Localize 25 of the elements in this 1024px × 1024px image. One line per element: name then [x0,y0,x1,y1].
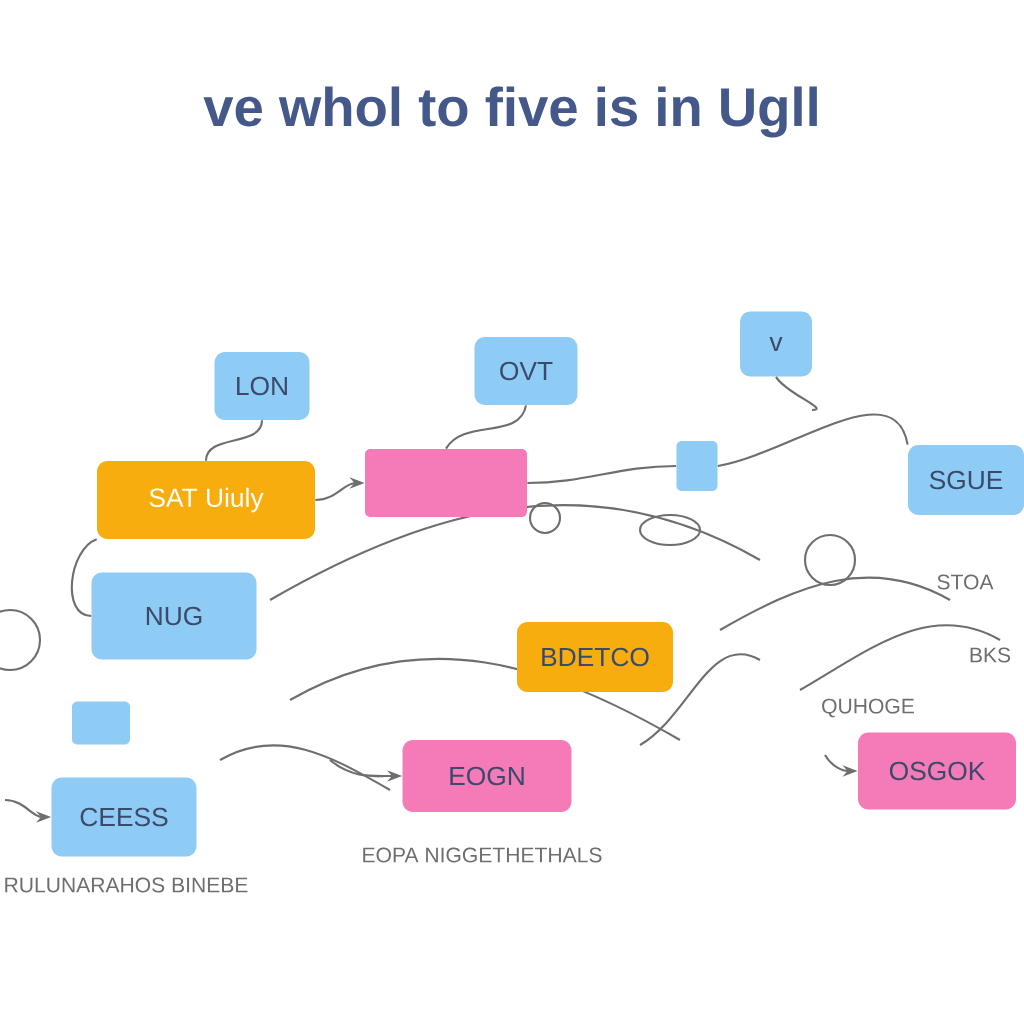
empty-box [72,701,130,745]
title: ve whol to five is in Ugll [203,86,817,138]
label-box: v [740,311,812,377]
label-box: OVT [474,337,578,405]
label-box: EOGN [402,740,572,812]
label-box: SGUE [908,445,1024,515]
label-box: BDETCO [517,622,673,692]
note-text: QUHOGE [822,698,914,718]
connector [527,464,677,485]
connector [445,405,527,450]
connector [775,376,818,412]
label-box: SAT Uiuly [97,461,315,539]
label-box: OSGOK [858,732,1016,810]
connector [717,413,909,468]
empty-box [676,441,718,491]
note-text: EOPA NIGGETHETHALS [363,847,602,863]
empty-box [365,449,527,517]
note-text: STOA [937,574,994,590]
connector [70,538,98,618]
connector [204,420,264,461]
label-box: CEESS [51,777,197,857]
note-text: RULUNARAHOS BINEBE [5,877,248,893]
label-box: LON [214,352,310,420]
note-text: BKS [970,647,1011,663]
label-box: NUG [91,572,257,660]
